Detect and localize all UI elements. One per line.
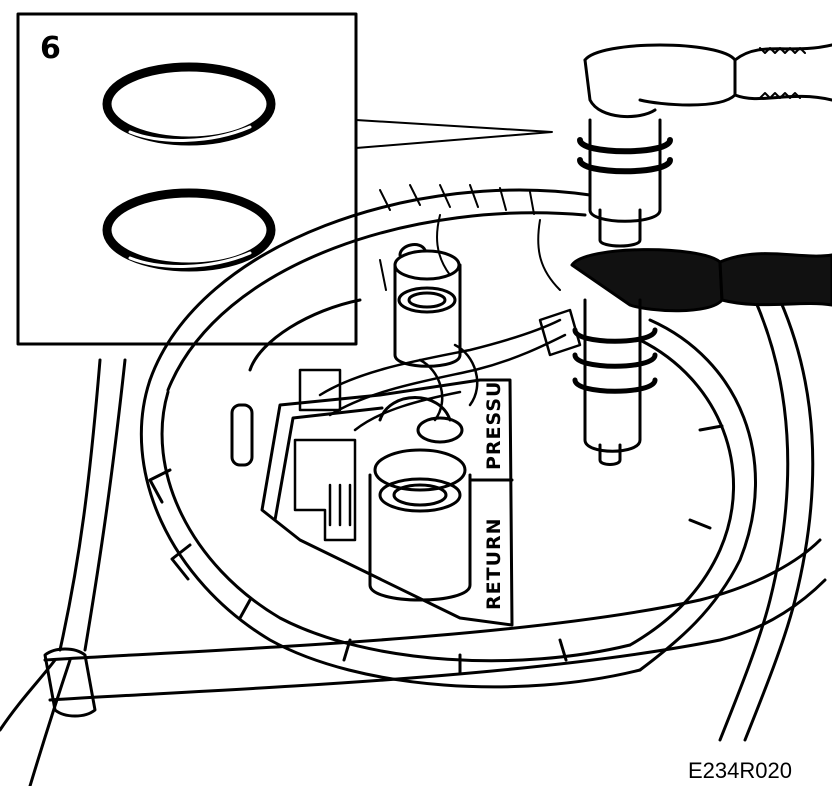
tank-ribs — [379, 184, 561, 291]
return-port — [368, 396, 472, 602]
fuel-hoses — [0, 298, 827, 788]
inset-number: 6 — [40, 31, 61, 66]
pressure-label: PRESSU — [483, 381, 505, 470]
tank-flange — [139, 188, 757, 689]
electrical-connector — [293, 308, 582, 542]
pressure-port — [393, 243, 462, 368]
lower-hose-connector — [570, 248, 832, 466]
pump-module — [230, 378, 514, 627]
inset-pointer — [355, 119, 553, 149]
upper-hose-connector — [577, 43, 832, 248]
inset-frame — [16, 12, 358, 346]
inset-box — [16, 12, 553, 346]
figure-reference: E234R020 — [688, 758, 792, 783]
return-label: RETURN — [483, 517, 505, 610]
locator-peg — [230, 403, 254, 467]
